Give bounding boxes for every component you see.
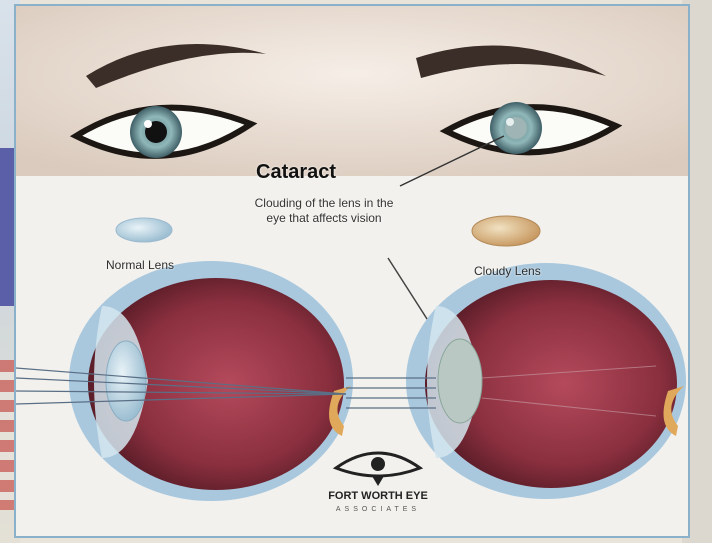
cloudy-lens-icon — [472, 216, 540, 246]
cataract-description: Clouding of the lens in the eye that aff… — [254, 196, 394, 226]
illustration-artwork — [16, 6, 690, 538]
newspaper-red-marks — [0, 360, 14, 510]
logo-name: FORT WORTH EYE — [308, 490, 448, 502]
cataract-title: Cataract — [256, 161, 336, 184]
cataract-illustration-panel: Cataract Clouding of the lens in the eye… — [14, 4, 690, 538]
normal-eyeball-cross-section — [16, 261, 353, 501]
normal-lens-icon — [116, 218, 172, 242]
cloudy-lens-label: Cloudy Lens — [474, 264, 541, 278]
normal-lens-label: Normal Lens — [106, 258, 174, 272]
cataract-eyeball-cross-section — [346, 263, 686, 499]
logo-subtitle: ASSOCIATES — [316, 506, 440, 513]
fort-worth-eye-logo-mark — [336, 453, 420, 486]
